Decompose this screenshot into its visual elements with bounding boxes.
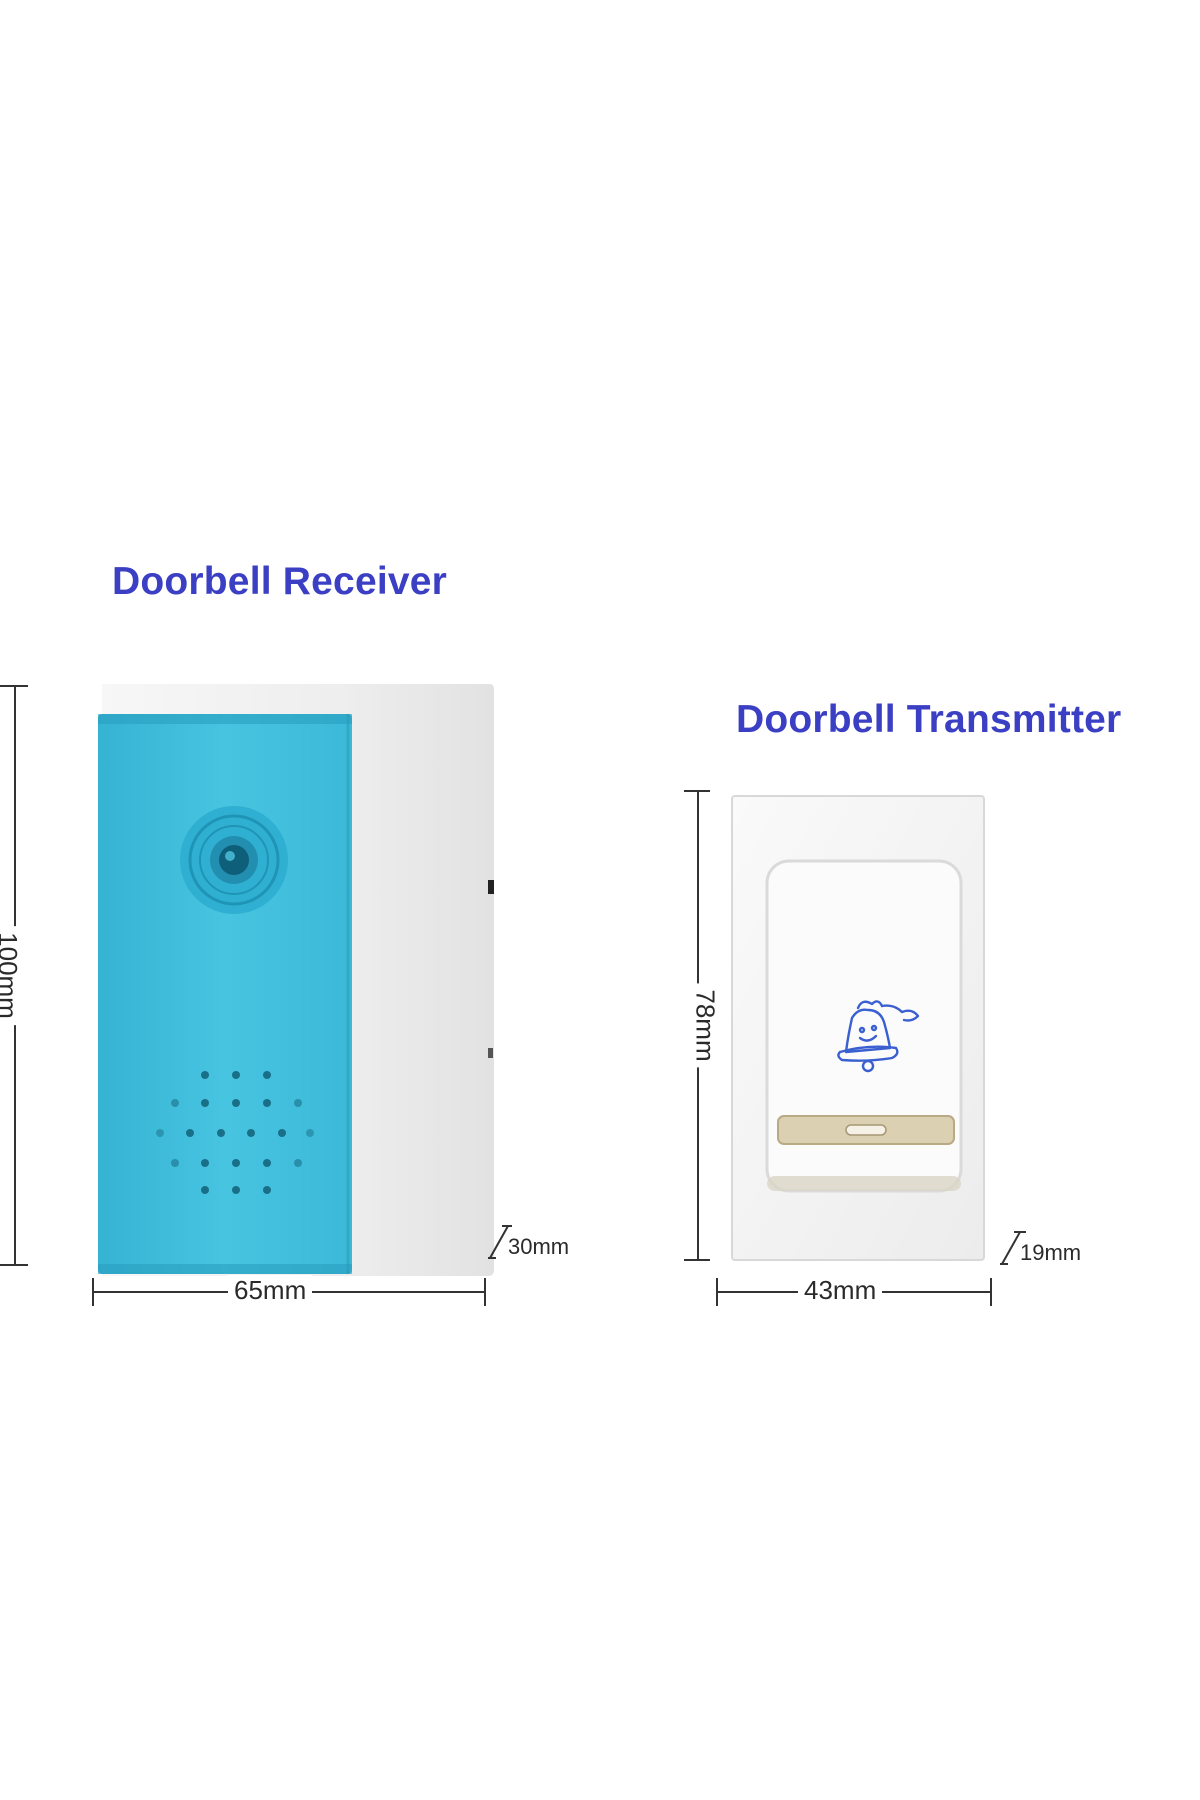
transmitter-push-button[interactable] <box>764 858 964 1194</box>
receiver-button[interactable] <box>174 800 294 920</box>
transmitter-height-label: 78mm <box>689 983 721 1068</box>
transmitter-height-tick-bottom <box>684 1259 710 1261</box>
receiver-width-tick-right <box>484 1278 486 1306</box>
transmitter-title: Doorbell Transmitter <box>736 698 1122 741</box>
indicator-strip <box>777 1115 955 1145</box>
receiver-height-label: 100mm <box>0 926 23 1025</box>
receiver-depth-label: 30mm <box>508 1234 570 1259</box>
transmitter-depth-label: 19mm <box>1020 1240 1082 1265</box>
receiver-title: Doorbell Receiver <box>112 560 448 603</box>
transmitter-width-tick-right <box>990 1278 992 1306</box>
transmitter-depth-marker <box>1000 1231 1026 1265</box>
transmitter-width-label: 43mm <box>798 1275 883 1306</box>
speaker-grille-icon <box>156 1071 314 1194</box>
receiver-width-label: 65mm <box>228 1275 313 1306</box>
bell-icon <box>837 1000 920 1073</box>
receiver-depth-marker <box>488 1225 512 1259</box>
receiver-height-tick-bottom <box>0 1264 28 1266</box>
